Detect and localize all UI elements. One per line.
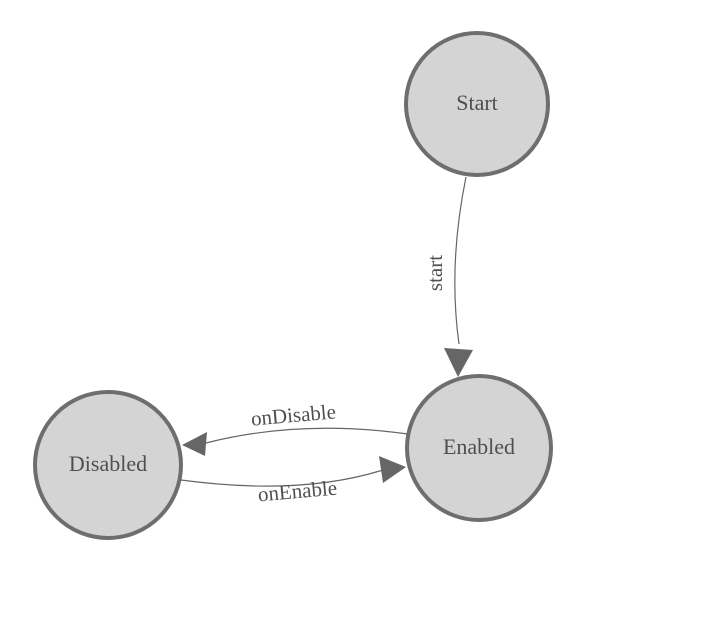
edge-start-to-enabled: start [423, 176, 473, 377]
edge-label-onenable: onEnable [257, 476, 338, 507]
state-node-enabled: Enabled [405, 374, 553, 522]
arrowhead-enabled-to-disabled [182, 432, 207, 456]
edge-label-ondisable: onDisable [250, 399, 337, 430]
state-node-disabled: Disabled [33, 390, 183, 540]
arrowhead-start-to-enabled [444, 348, 473, 377]
state-label-start: Start [456, 90, 498, 115]
edge-disabled-to-enabled: onEnable [180, 456, 406, 507]
edge-label-start: start [423, 255, 447, 291]
edge-line-start [454, 176, 467, 345]
edge-line-onenable [180, 469, 384, 487]
edge-line-ondisable [205, 427, 409, 444]
state-circle-start [404, 31, 550, 177]
edge-enabled-to-disabled: onDisable [182, 399, 409, 456]
state-circle-enabled [405, 374, 553, 522]
arrowhead-disabled-to-enabled [379, 456, 406, 483]
state-node-start: Start [404, 31, 550, 177]
state-label-disabled: Disabled [69, 451, 147, 476]
state-label-enabled: Enabled [443, 434, 515, 459]
state-circle-disabled [33, 390, 183, 540]
